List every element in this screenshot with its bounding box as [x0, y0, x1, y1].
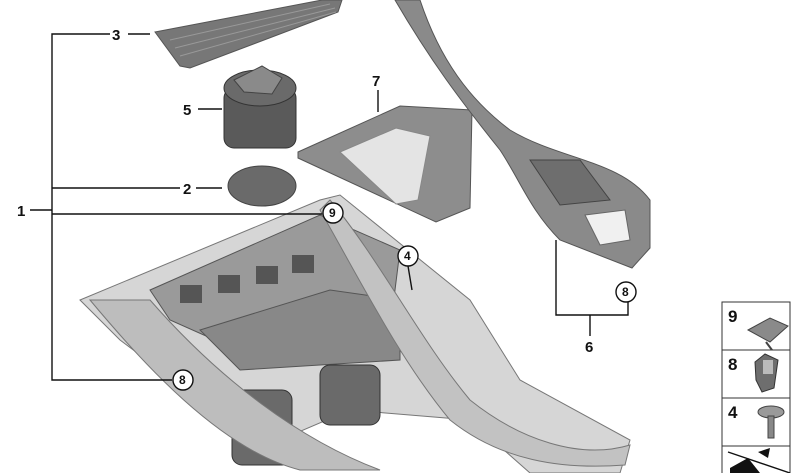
legend-number-9: 9 — [728, 307, 737, 326]
callout-8-circled: 8 — [622, 285, 629, 299]
callout-8-circled: 8 — [179, 373, 186, 387]
callout-1: 1 — [17, 203, 25, 220]
small-parts-legend: 9 8 4 — [721, 301, 791, 473]
part-6-trim-strip — [394, 0, 651, 269]
callout-2: 2 — [183, 181, 191, 198]
callout-lines — [30, 33, 629, 381]
legend-number-8: 8 — [728, 355, 737, 374]
part-3-mat — [154, 0, 343, 69]
callout-3: 3 — [112, 27, 120, 44]
part-2-round-mat — [227, 165, 297, 207]
callout-4-circled: 4 — [404, 249, 411, 263]
part-7-shifter-trim — [297, 105, 473, 223]
callout-5: 5 — [183, 102, 191, 119]
part-5-cup-holder — [223, 65, 297, 149]
callout-9-circled: 9 — [329, 206, 336, 220]
expanding-clip-icon — [754, 353, 779, 393]
center-console — [79, 194, 631, 473]
callout-6: 6 — [585, 339, 593, 356]
callout-7: 7 — [372, 73, 380, 90]
clip-nut-icon — [746, 317, 789, 351]
screw-icon — [757, 405, 785, 439]
arrow-icon — [727, 448, 791, 473]
legend-number-4: 4 — [728, 403, 738, 422]
